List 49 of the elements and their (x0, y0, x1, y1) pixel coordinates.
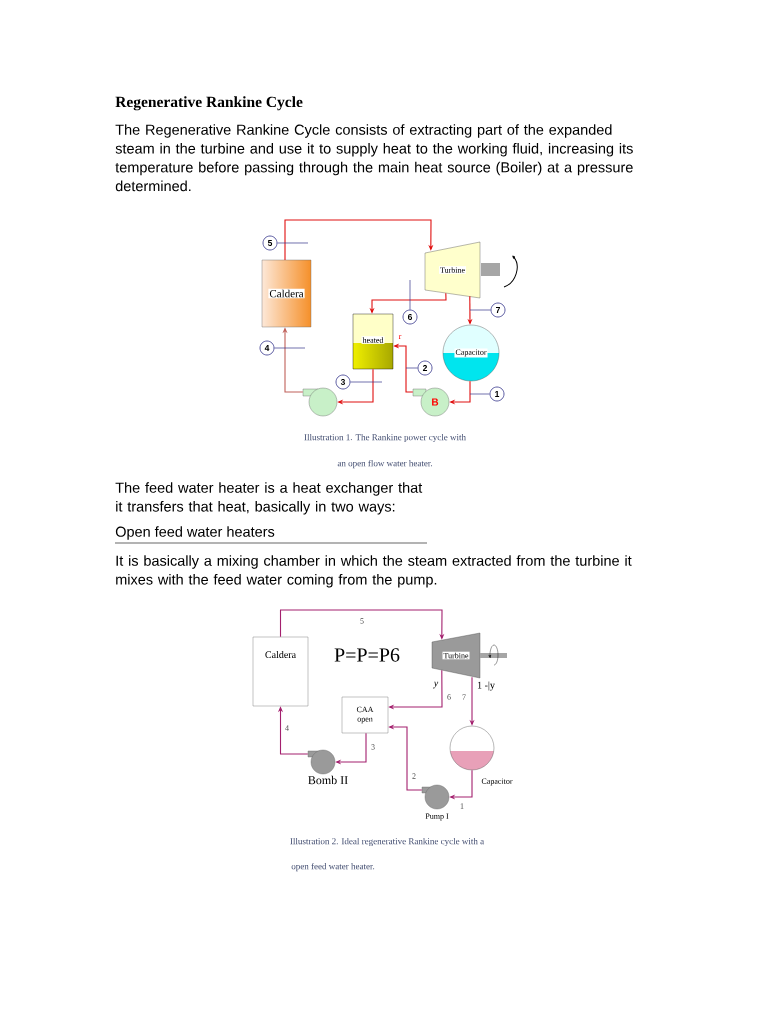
paragraph: It is basically a mixing chamber in which the steam extracted from the turbine it mixes with the feed water coming from the pump. (116, 555, 632, 588)
pump (421, 784, 450, 810)
paragraph: The Regenerative Rankine Cycle consists of extracting part of the expanded steam in the turbine and use it to supply heat to the working fluid, increasing its temperature before passing through the main heat source (Boiler) at a pressure determined. (115, 124, 633, 192)
leader-line (405, 367, 418, 369)
leader-line (277, 242, 309, 244)
pump (302, 387, 338, 417)
leader-line (274, 347, 306, 349)
heater-tank: heated (352, 313, 394, 370)
callout-number: 1 (489, 386, 505, 402)
turbine: Turbine (424, 241, 481, 299)
caption: Illustration 1. The Rankine power cycle with (304, 433, 466, 443)
edge-label: 5 (359, 617, 365, 625)
title: Regenerative Rankine Cycle (115, 96, 303, 111)
callout-number: 3 (335, 374, 351, 390)
condenser-tank: Capacitor (442, 324, 500, 382)
caption: Illustration 2. Ideal regenerative Rankine cycle with a (290, 837, 484, 847)
turbine: Turbine (431, 632, 481, 679)
node-caption: Capacitor (481, 778, 513, 786)
callout-number: 7 (490, 302, 506, 318)
caption: an open flow water heater. (337, 459, 433, 469)
caption: open feed water heater. (291, 862, 375, 872)
section-heading: Open feed water heaters (115, 526, 275, 540)
pump: B (412, 387, 450, 417)
process-box: Caldera (252, 636, 309, 707)
flow-label: 1 -|y (477, 681, 495, 691)
condenser-tank (449, 725, 495, 771)
node-caption: Bomb II (308, 775, 348, 785)
edge-label: 2 (411, 772, 417, 780)
pump (307, 749, 336, 775)
callout-number: 5 (262, 235, 278, 251)
leader-line (469, 309, 491, 311)
callout-number: 2 (417, 360, 433, 376)
mark-text: r (398, 335, 402, 339)
callout-number: 6 (402, 309, 418, 325)
edge-label: 1 (459, 802, 465, 810)
equation-text: P=P=P6 (334, 648, 400, 662)
edge-label: 6 (446, 693, 452, 701)
edge-label: 4 (284, 724, 290, 732)
leader-line (350, 381, 383, 383)
paragraph: The feed water heater is a heat exchanger that it transfers that heat, basically in two ways: (115, 482, 423, 515)
edge-label: 3 (370, 743, 376, 751)
pipe (284, 219, 434, 261)
leader-line (469, 393, 490, 395)
boiler-box: Caldera (261, 259, 312, 328)
node-caption: Pump I (425, 813, 449, 821)
edge-label: 7 (461, 693, 467, 701)
callout-number: 4 (259, 340, 275, 356)
leader-line (409, 279, 411, 310)
process-box: CAA open (341, 696, 389, 734)
